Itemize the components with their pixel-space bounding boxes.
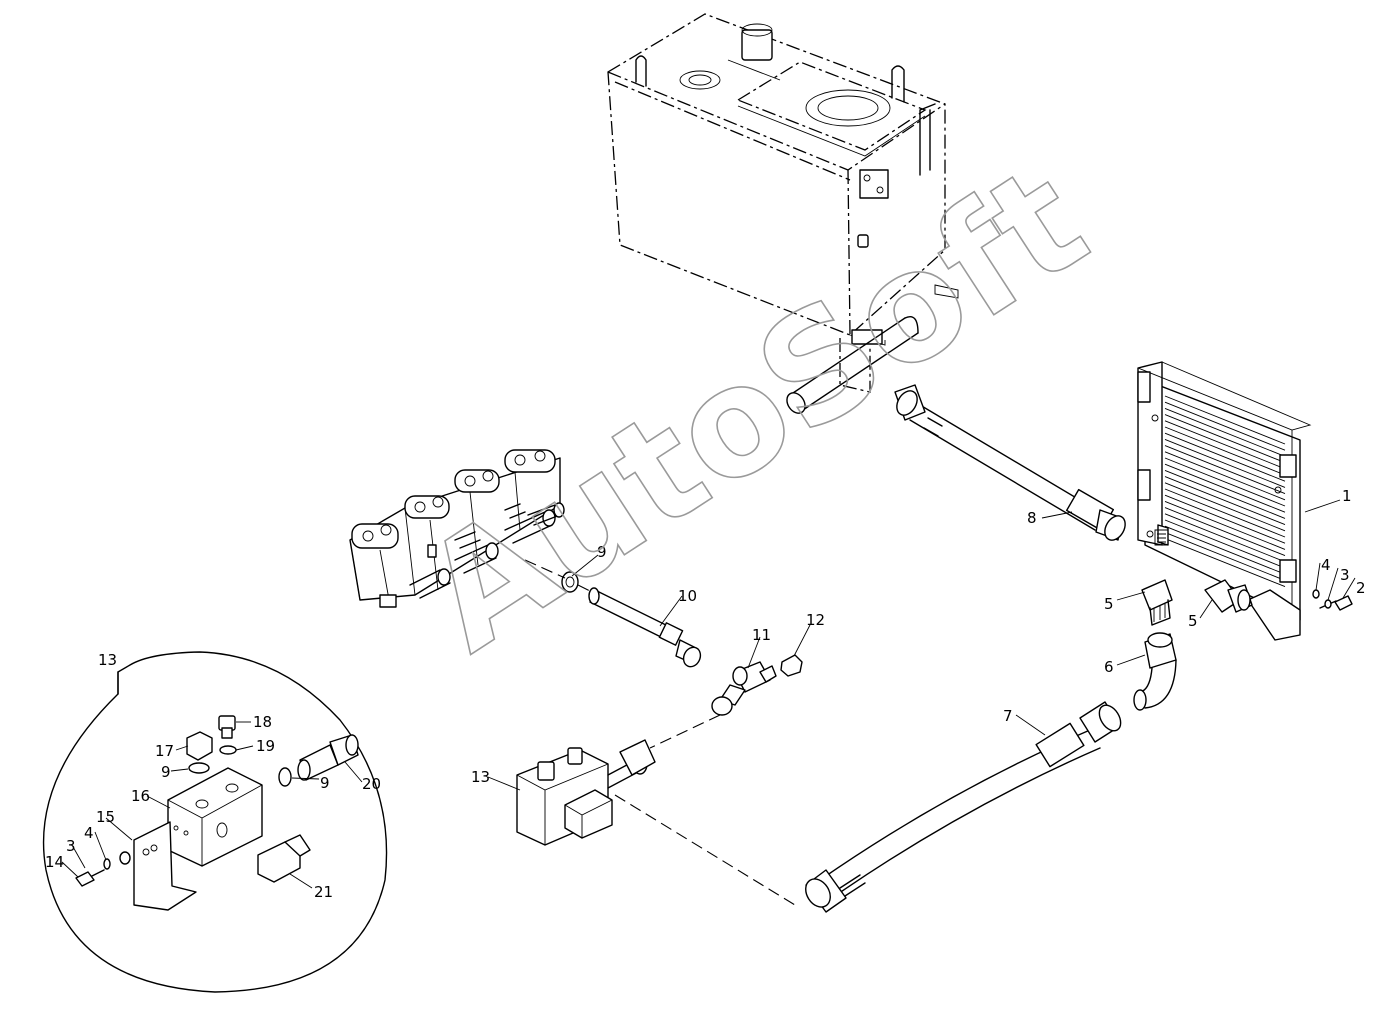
detail-callout-9b: 9 <box>320 774 330 792</box>
callout-5b: 5 <box>1188 612 1198 630</box>
callout-3: 3 <box>1340 566 1350 584</box>
callout-11: 11 <box>752 626 771 644</box>
assembly-line <box>649 714 721 749</box>
callout-5a: 5 <box>1104 595 1114 613</box>
callout-9: 9 <box>597 543 607 561</box>
detail-callout-20: 20 <box>362 775 381 793</box>
washer-9 <box>561 571 579 593</box>
oil-cooler-1 <box>1137 361 1312 641</box>
detail-callout-4: 4 <box>84 824 94 842</box>
cap-12 <box>780 654 803 677</box>
lock-washer-4 <box>1312 589 1320 599</box>
adapter-5-right <box>1204 579 1253 613</box>
callout-8: 8 <box>1027 509 1037 527</box>
detail-callout-16: 16 <box>131 787 150 805</box>
hose-8 <box>894 384 1126 541</box>
callout-4: 4 <box>1321 556 1331 574</box>
watermark-text: AutoSoft <box>395 133 1115 685</box>
detail-callout-14: 14 <box>45 853 64 871</box>
adapter-5-left <box>1141 579 1173 626</box>
tee-fitting-11 <box>711 661 777 716</box>
callout-12: 12 <box>806 611 825 629</box>
detail-callout-9a: 9 <box>161 763 171 781</box>
callout-1: 1 <box>1342 487 1352 505</box>
detail-label-13: 13 <box>98 651 117 669</box>
washer-3 <box>1324 599 1332 609</box>
detail-callout-21: 21 <box>314 883 333 901</box>
callout-13: 13 <box>471 768 490 786</box>
callout-6: 6 <box>1104 658 1114 676</box>
detail-callout-3: 3 <box>66 837 76 855</box>
control-valve-bank <box>349 449 565 608</box>
tube-10 <box>588 587 702 668</box>
hose-7 <box>805 701 1122 913</box>
detail-callout-17: 17 <box>155 742 174 760</box>
tank-outlet-tube <box>786 315 919 414</box>
detail-view-13 <box>42 651 388 993</box>
valve-block-13 <box>516 739 656 846</box>
detail-callout-19: 19 <box>256 737 275 755</box>
cooler-port <box>1154 529 1169 546</box>
callout-10: 10 <box>678 587 697 605</box>
callout-labels: 1 2 3 4 5 5 6 7 8 9 10 11 12 13 13 3 4 9… <box>45 487 1366 901</box>
elbow-6 <box>1133 632 1177 711</box>
callout-2: 2 <box>1356 579 1366 597</box>
callout-7: 7 <box>1003 707 1013 725</box>
detail-callout-18: 18 <box>253 713 272 731</box>
leader-lines <box>61 499 1356 889</box>
assembly-line <box>614 794 796 906</box>
detail-callout-15: 15 <box>96 808 115 826</box>
